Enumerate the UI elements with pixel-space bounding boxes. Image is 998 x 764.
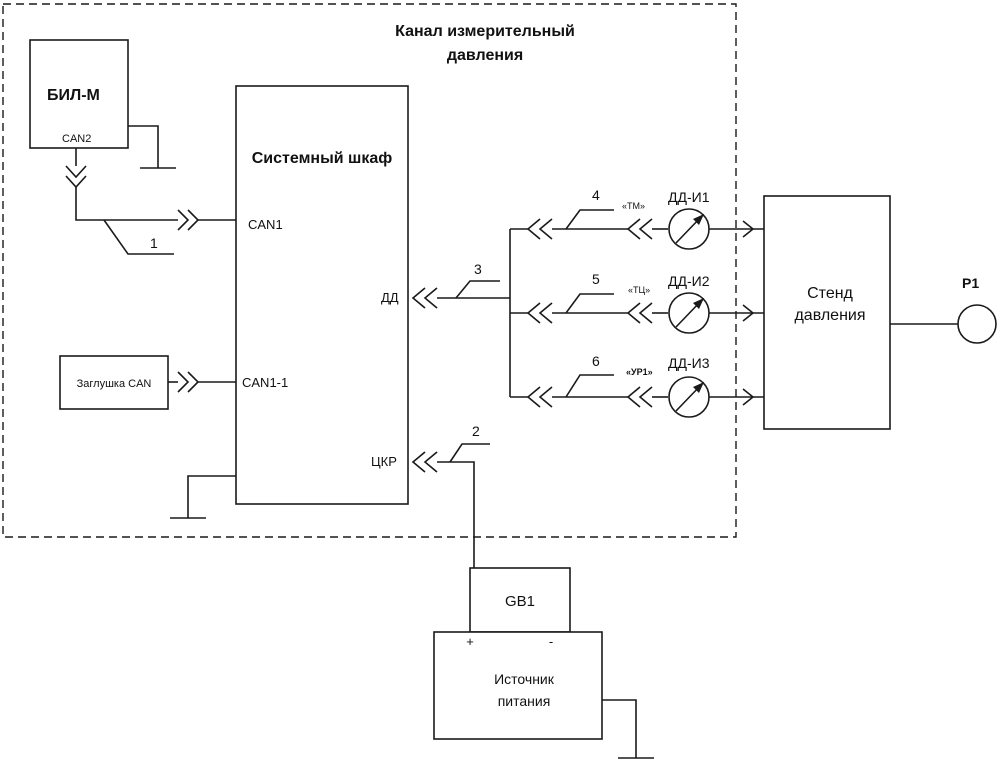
cabinet-ground-wire <box>187 475 236 518</box>
channel-boundary <box>2 3 737 538</box>
dd-connector-icon <box>411 287 438 309</box>
psu-minus-sign: - <box>549 634 553 649</box>
sensor-1-tag: «ТМ» <box>622 201 645 211</box>
cable-4-leader <box>565 209 614 230</box>
cable-3-number: 3 <box>474 261 482 277</box>
sensor-2-stand-arrow-icon <box>742 304 755 322</box>
sensor-2-label: ДД-И2 <box>668 273 710 289</box>
sensor-1-arrowhead <box>693 214 704 225</box>
channel-title-line2: давления <box>447 47 523 64</box>
branch-1-left-connector-icon <box>526 218 553 240</box>
pressure-stand-block <box>763 195 891 430</box>
branch-3-left-connector-icon <box>526 386 553 408</box>
p1-port-icon <box>957 304 997 344</box>
cable-5-number: 5 <box>592 271 600 287</box>
branch-2-left-connector-icon <box>526 302 553 324</box>
cable-6-number: 6 <box>592 353 600 369</box>
sensor-3-label: ДД-И3 <box>668 355 710 371</box>
stand-label-line1: Стенд <box>807 285 853 302</box>
can1-connector-icon <box>177 209 200 231</box>
can1-1-connector-icon <box>177 371 200 393</box>
bil-m-label: БИЛ-М <box>47 87 100 104</box>
sensor-1-stand-arrow-icon <box>742 220 755 238</box>
branch-2-right-connector-icon <box>626 302 653 324</box>
sensor-1-label: ДД-И1 <box>668 189 710 205</box>
system-cabinet-block <box>235 85 409 505</box>
cable-2-number: 2 <box>472 423 480 439</box>
cabinet-port-dd: ДД <box>381 290 399 305</box>
gb1-label: GB1 <box>505 593 535 610</box>
stand-label-line2: давления <box>794 307 865 324</box>
cable-5-leader <box>565 293 614 314</box>
psu-label-line2: питания <box>498 693 551 709</box>
power-source-block <box>433 631 603 740</box>
cabinet-label: Системный шкаф <box>252 150 393 167</box>
gb1-block <box>469 567 571 633</box>
sensor-3-stand-arrow-icon <box>742 388 755 406</box>
cable-6-leader <box>565 374 614 398</box>
cabinet-port-can1-1: CAN1-1 <box>242 375 288 390</box>
psu-plus-sign: + <box>466 634 474 649</box>
bil-ground-wire <box>128 125 159 168</box>
branch-1-right-connector-icon <box>626 218 653 240</box>
cable-1-wire <box>75 187 178 221</box>
branch-3-right-connector-icon <box>626 386 653 408</box>
bil-can2-label: CAN2 <box>62 133 91 145</box>
cable-1-leader <box>103 219 174 255</box>
cabinet-port-ckr: ЦКР <box>371 454 397 469</box>
sensor-3-arrowhead <box>693 382 704 393</box>
cabinet-port-can1: CAN1 <box>248 217 283 232</box>
bil-m-block <box>29 39 129 149</box>
cable-2-leader <box>449 443 490 463</box>
sensor-3-tag: «УР1» <box>626 367 653 377</box>
ckr-connector-icon <box>411 451 438 473</box>
sensor-2-arrowhead <box>693 298 704 309</box>
cable-1-number: 1 <box>150 235 158 251</box>
sensor-2-tag: «ТЦ» <box>628 285 650 295</box>
bil-can2-connector-icon <box>65 165 87 189</box>
can-plug-label: Заглушка CAN <box>77 378 152 390</box>
cable-4-number: 4 <box>592 187 600 203</box>
channel-title-line1: Канал измерительный <box>395 23 575 40</box>
psu-ground-wire <box>602 699 637 758</box>
cable-2-wire <box>437 461 475 568</box>
psu-label-line1: Источник <box>494 671 555 687</box>
p1-label: P1 <box>962 275 979 291</box>
cable-3-leader <box>455 280 500 299</box>
can-plug-block <box>59 355 169 410</box>
